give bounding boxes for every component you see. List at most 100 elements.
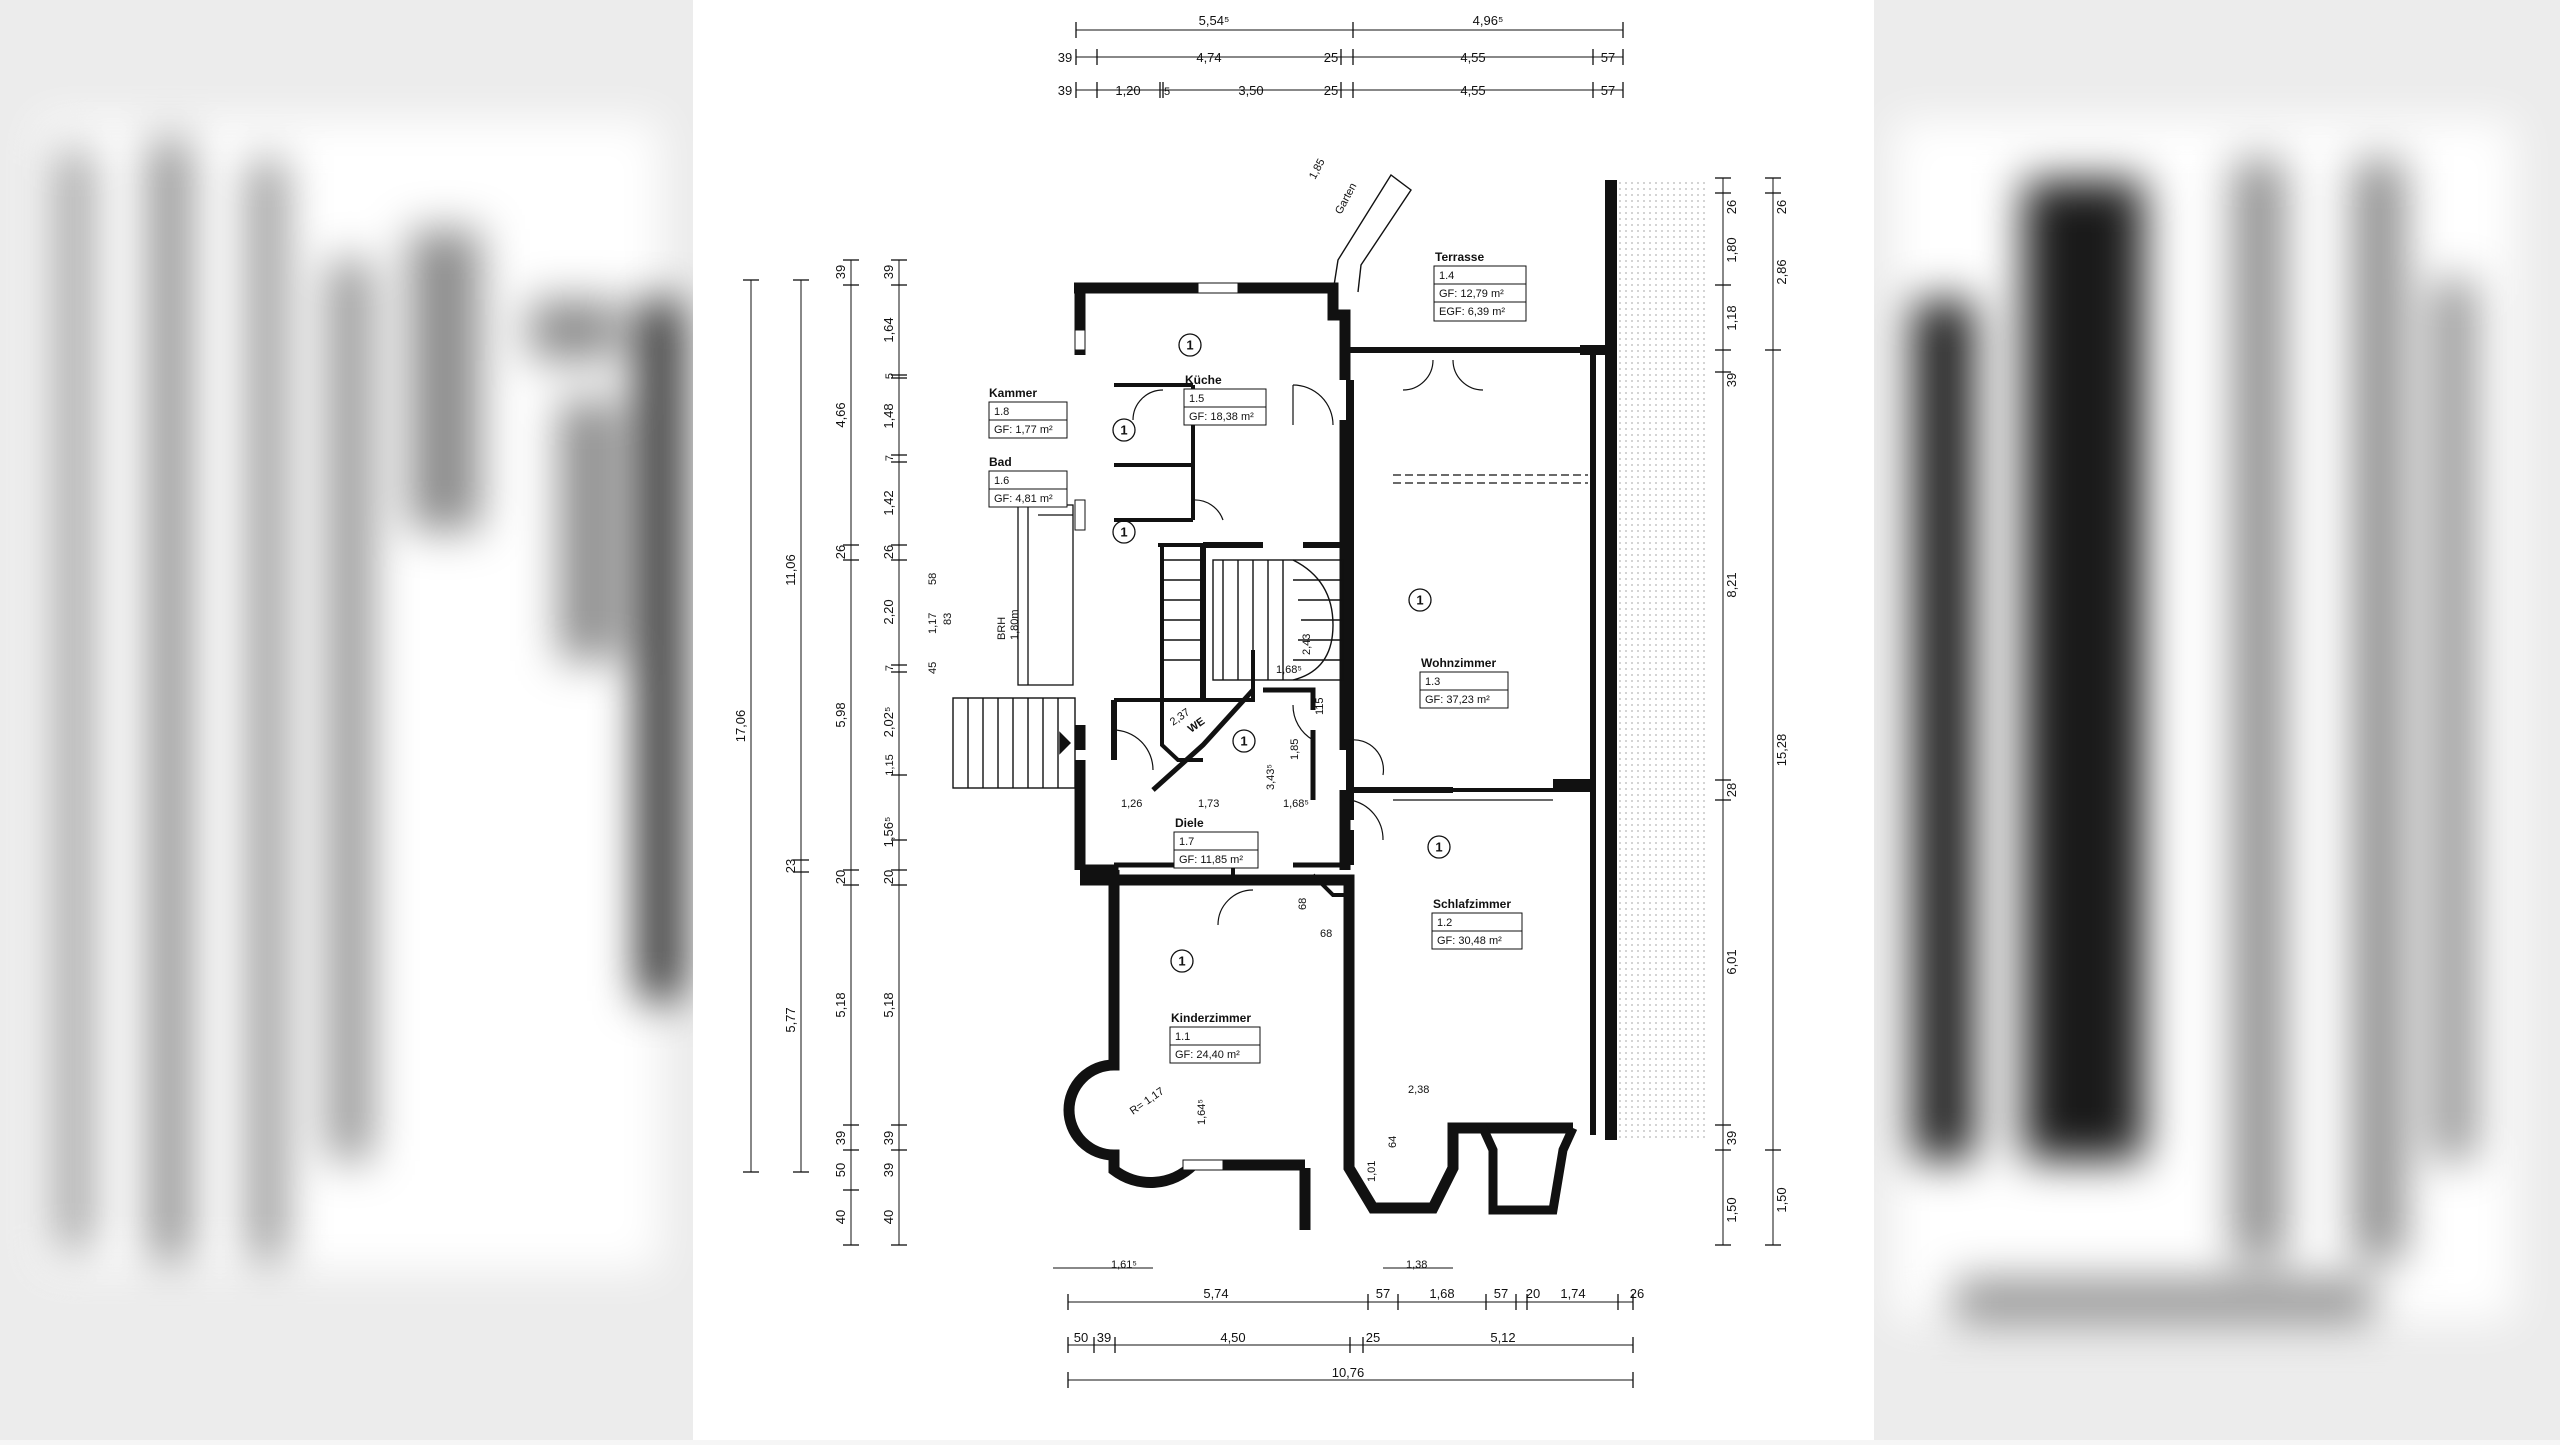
svg-text:1.5: 1.5 [1189,393,1204,405]
entrance-stairs [952,697,1076,789]
label-168-stair: 1,68⁵ [1276,664,1302,676]
dim-bot1-e: 20 [1526,1286,1540,1301]
terrace-strip [1613,180,1708,1140]
svg-text:1.1: 1.1 [1175,1031,1190,1043]
label-64: 64 [1387,1136,1399,1148]
dim-top3-f: 4,55 [1460,83,1485,98]
dim-top3-d: 3,50 [1238,83,1263,98]
svg-text:1.7: 1.7 [1179,836,1194,848]
dim-bot2-c: 4,50 [1220,1330,1245,1345]
marker-bad: 1 [1120,525,1127,540]
garden-exit [1332,173,1412,293]
dim-top2-a: 39 [1058,50,1072,65]
dim-top2-c: 25 [1324,50,1338,65]
staircase [1163,559,1344,681]
svg-text:GF: 1,77 m²: GF: 1,77 m² [994,424,1053,436]
label-138: 1,38 [1406,1259,1427,1271]
dim-right2-d: 1,50 [1774,1187,1789,1212]
left-blurred-backdrop [0,0,693,1440]
dim-left3-g: 39 [833,1131,848,1145]
dim-left4-c: 5 [884,373,896,379]
dim-top2-e: 57 [1601,50,1615,65]
bay-window [1453,1123,1578,1215]
svg-text:Küche: Küche [1185,373,1222,387]
dim-left4-l: 1,56⁵ [881,817,896,848]
dim-bot2-b: 39 [1097,1330,1111,1345]
dim-left4-k: 1,15 [884,754,896,775]
dim-left4-g: 26 [881,545,896,559]
dim-left2-a: 11,06 [783,554,798,586]
dim-left4-i: 7 [884,665,896,671]
label-brh: BRH [996,617,1008,640]
dim-right2-c: 15,28 [1774,734,1789,767]
svg-text:Bad: Bad [989,455,1012,469]
dim-top1-a: 5,54⁵ [1199,13,1230,28]
label-101: 1,01 [1366,1161,1378,1182]
dim-bot1-f: 1,74 [1560,1286,1585,1301]
dim-right1-d: 39 [1724,373,1739,387]
room-label-kinderzimmer: Kinderzimmer 1.1 GF: 24,40 m² [1169,1011,1261,1064]
room-label-kammer: Kammer 1.8 GF: 1,77 m² [988,386,1068,439]
dim-left3-h: 50 [833,1163,848,1177]
svg-text:GF: 37,23 m²: GF: 37,23 m² [1425,694,1490,706]
label-185: 1,85 [1307,157,1328,182]
dim-top3-c: 5 [1164,86,1170,98]
svg-text:EGF: 6,39 m²: EGF: 6,39 m² [1439,306,1505,318]
dim-right1-g: 6,01 [1724,949,1739,974]
interior-walls [1111,380,1593,897]
svg-text:1.2: 1.2 [1437,917,1452,929]
room-label-wohnzimmer: Wohnzimmer 1.3 GF: 37,23 m² [1419,656,1509,709]
svg-text:GF: 12,79 m²: GF: 12,79 m² [1439,288,1504,300]
dim-left2-b: 23 [783,859,798,873]
room-label-kueche: Küche 1.5 GF: 18,38 m² [1183,373,1267,426]
label-115: 115 [1314,697,1326,715]
dim-left4-f: 1,42 [881,490,896,515]
marker-diele: 1 [1240,734,1247,749]
marker-kinderzimmer: 1 [1178,954,1185,969]
dim-left3-d: 5,98 [833,702,848,727]
dim-bot3: 10,76 [1332,1365,1365,1380]
label-68a: 68 [1297,898,1309,910]
svg-text:1.6: 1.6 [994,475,1009,487]
dim-right1-h: 39 [1724,1131,1739,1145]
svg-text:GF: 11,85 m²: GF: 11,85 m² [1179,854,1243,866]
svg-text:1.8: 1.8 [994,406,1009,418]
svg-text:GF: 30,48 m²: GF: 30,48 m² [1437,935,1502,947]
svg-text:Wohnzimmer: Wohnzimmer [1421,656,1496,670]
svg-text:Schlafzimmer: Schlafzimmer [1433,897,1511,911]
dim-bot2-e: 5,12 [1490,1330,1515,1345]
dim-bot1-d: 57 [1494,1286,1508,1301]
marker-kueche: 1 [1186,338,1193,353]
level-markers [1112,333,1451,973]
dim-bot1-a: 5,74 [1203,1286,1228,1301]
label-243: 2,43 [1301,634,1313,655]
label-radius: R= 1,17 [1128,1085,1167,1117]
exterior-walls [1074,282,1573,1230]
dim-left4-p: 39 [881,1163,896,1177]
dim-top3-e: 25 [1324,83,1338,98]
label-168-diele: 1,68⁵ [1283,798,1309,810]
label-45: 45 [927,662,939,674]
dim-top3-g: 57 [1601,83,1615,98]
floor-plan: 1 1 1 1 1 1 1 Terrasse 1.4 GF: 12,79 m² … [693,0,1874,1440]
dim-top1-b: 4,96⁵ [1473,13,1504,28]
room-label-schlafzimmer: Schlafzimmer 1.2 GF: 30,48 m² [1431,897,1523,950]
label-we: WE [1186,715,1207,735]
label-343: 3,43⁵ [1265,764,1277,790]
dim-top3-a: 39 [1058,83,1072,98]
svg-text:GF: 18,38 m²: GF: 18,38 m² [1189,411,1254,423]
label-bay: 1,64⁵ [1196,1099,1208,1125]
label-83: 83 [942,613,954,625]
doors [1112,359,1588,926]
svg-text:1.3: 1.3 [1425,676,1440,688]
dim-right2-a: 26 [1774,200,1789,214]
right-blurred-backdrop [1874,0,2560,1440]
dim-right1-a: 26 [1724,200,1739,214]
dim-bot2-a: 50 [1074,1330,1088,1345]
dim-left3-e: 20 [833,870,848,884]
dim-left4-h: 2,20 [881,599,896,624]
dim-left3-a: 39 [833,265,848,279]
room-label-terrasse: Terrasse 1.4 GF: 12,79 m² EGF: 6,39 m² [1433,250,1527,322]
dim-left4-a: 39 [881,265,896,279]
label-garten: Garten [1333,181,1359,216]
